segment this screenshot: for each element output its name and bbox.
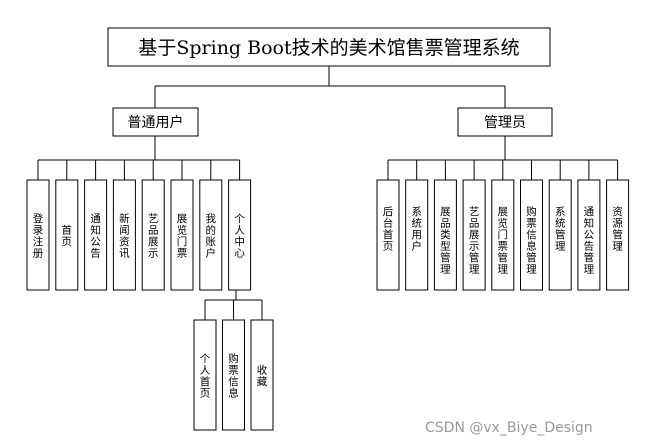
user-item-label: 新闻资讯 [119,212,130,260]
personal-center-item-node: 收藏 [250,319,274,431]
admin-item-box [548,179,572,291]
admin-item-node: 系统用户 [405,179,429,291]
user-item-box [55,179,79,291]
personal-center-item-label: 个人首页 [200,353,211,400]
user-group-label: 普通用户 [128,114,184,131]
user-item-label: 个人中心 [234,213,245,260]
user-item-box [228,179,252,291]
personal-center-item-box [222,319,245,431]
user-branch: 登录注册 首页 通知公告 新闻资讯 艺品展示 展览门票 我的账户 个人中心 [26,136,252,291]
user-item-box [26,179,50,291]
admin-item-label: 购票信息管理 [526,205,537,276]
admin-item-box [433,179,457,291]
watermark-text: CSDN @vx_Biye_Design [425,420,593,436]
admin-item-box [405,179,429,291]
personal-center-item-node: 个人首页 [193,319,217,431]
personal-center-item-box [193,319,217,431]
admin-branch: 后台首页 系统用户 展品类型管理 艺品展示管理 展览门票管理 购票信息管理 系统管理 通知公告… [376,136,630,291]
admin-item-node: 通知公告管理 [577,179,601,291]
user-item-label: 登录注册 [33,212,44,260]
user-item-node: 首页 [55,179,79,291]
personal-center-branch: 个人首页 购票信息 收藏 [193,290,274,431]
user-item-box [199,179,223,291]
user-item-box [141,179,165,291]
admin-item-box [606,179,630,291]
admin-item-label: 展品类型管理 [440,206,451,276]
admin-group-node: 管理员 [457,107,553,137]
admin-item-node: 展品类型管理 [433,179,457,291]
admin-item-label: 资源管理 [612,206,623,253]
user-item-node: 登录注册 [26,179,50,291]
admin-item-box [520,179,543,291]
user-item-label: 艺品展示 [148,213,159,260]
admin-item-label: 系统管理 [555,206,566,253]
root-node: 基于Spring Boot技术的美术馆售票管理系统 [107,27,551,67]
user-item-node: 我的账户 [199,179,223,291]
personal-center-item-label: 收藏 [257,363,268,388]
admin-group-label: 管理员 [484,115,526,131]
personal-center-item-node: 购票信息 [222,319,245,431]
admin-item-box [376,179,400,291]
user-item-node: 通知公告 [84,179,108,291]
user-item-node: 新闻资讯 [112,179,136,291]
admin-item-node: 资源管理 [606,179,630,291]
user-item-box [170,179,194,291]
admin-item-label: 通知公告管理 [584,206,595,276]
admin-item-node: 系统管理 [548,179,572,291]
admin-item-label: 艺品展示管理 [469,206,480,276]
admin-item-label: 系统用户 [411,206,422,253]
admin-item-node: 后台首页 [376,179,400,291]
admin-item-box [462,179,486,291]
user-item-node: 个人中心 [228,179,252,291]
personal-center-item-box [250,319,274,431]
user-item-label: 首页 [62,223,73,248]
admin-item-node: 购票信息管理 [520,179,543,291]
root-connectors [154,66,506,108]
user-group-node: 普通用户 [112,107,199,137]
user-item-label: 我的账户 [206,213,217,260]
user-item-label: 展览门票 [177,213,188,260]
admin-item-label: 展览门票管理 [498,206,509,276]
admin-item-box [577,179,601,291]
user-item-box [112,179,136,291]
admin-item-node: 艺品展示管理 [462,179,486,291]
user-item-box [84,179,108,291]
user-item-label: 通知公告 [90,213,101,260]
admin-item-box [491,179,515,291]
root-title: 基于Spring Boot技术的美术馆售票管理系统 [138,37,519,59]
admin-item-label: 后台首页 [383,206,394,253]
admin-item-node: 展览门票管理 [491,179,515,291]
user-item-node: 艺品展示 [141,179,165,291]
user-item-node: 展览门票 [170,179,194,291]
personal-center-item-label: 购票信息 [228,352,239,400]
